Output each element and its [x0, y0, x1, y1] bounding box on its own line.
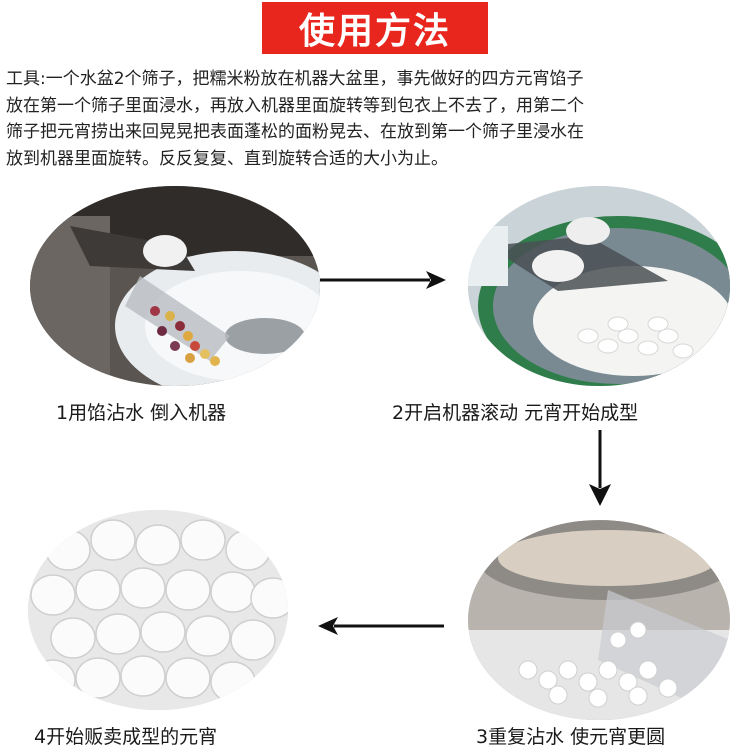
page-title: 使用方法 [262, 2, 488, 54]
step4-caption: 4开始贩卖成型的元宵 [34, 726, 218, 748]
step4-photo [28, 510, 288, 710]
step2-photo [468, 186, 730, 386]
arrow-down-icon [586, 428, 614, 508]
arrow-left-icon [316, 614, 446, 638]
instructions-text: 工具:一个水盆2个筛子，把糯米粉放在机器大盆里，事先做好的四方元宵馅子 放在第一… [6, 66, 746, 172]
instructions-line: 放到机器里面旋转。反反复复、直到旋转合适的大小为止。 [6, 148, 448, 169]
step3-caption: 3重复沾水 使元宵更圆 [476, 726, 666, 748]
instructions-line: 放在第一个筛子里面浸水，再放入机器里面旋转等到包衣上不去了，用第二个 [6, 95, 584, 116]
step2-caption: 2开启机器滚动 元宵开始成型 [392, 402, 639, 424]
step1-photo [30, 186, 320, 386]
step3-photo [468, 520, 730, 720]
step1-caption: 1用馅沾水 倒入机器 [56, 402, 227, 424]
arrow-right-icon [318, 268, 448, 292]
instructions-line: 工具:一个水盆2个筛子，把糯米粉放在机器大盆里，事先做好的四方元宵馅子 [6, 69, 584, 89]
instructions-line: 筛子把元宵捞出来回晃晃把表面蓬松的面粉晃去、在放到第一个筛子里浸水在 [6, 122, 584, 142]
